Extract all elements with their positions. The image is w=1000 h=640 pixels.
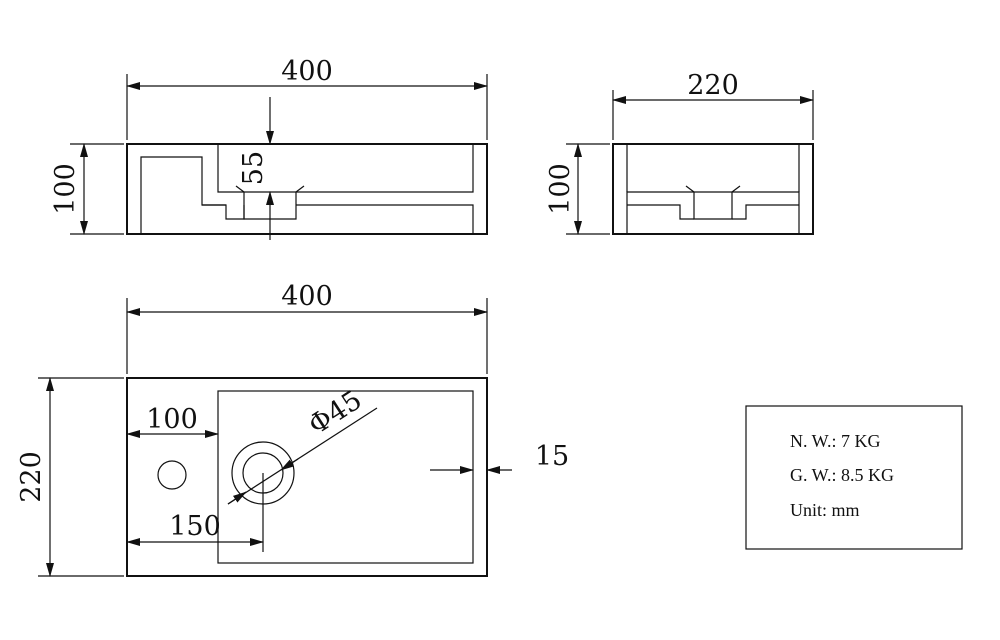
- side-view-drain: [693, 192, 733, 220]
- tap-offset-dimension: 100: [126, 404, 219, 438]
- tap-hole: [157, 460, 187, 490]
- top-view: [126, 377, 488, 577]
- side-height-dimension: 100: [545, 143, 610, 235]
- top-depth-dimension: 220: [16, 377, 124, 577]
- front-width-label: 400: [281, 56, 333, 87]
- wall-thickness-label: 15: [535, 441, 569, 472]
- side-height-label: 100: [545, 163, 576, 215]
- top-width-dimension: 400: [126, 281, 488, 374]
- front-view-basin-cavity: [217, 144, 474, 193]
- side-view-outline: [612, 143, 814, 235]
- drain-offset-dimension: 150: [126, 473, 264, 552]
- front-view: [126, 143, 488, 235]
- top-width-label: 400: [281, 281, 333, 312]
- spec-box-frame: [745, 405, 963, 550]
- front-height-label: 100: [50, 163, 81, 215]
- front-width-dimension: 400: [126, 56, 488, 140]
- front-view-outline: [126, 143, 488, 235]
- drain-depth-dimension: 55: [238, 97, 274, 240]
- drain-depth-label: 55: [238, 151, 269, 185]
- net-weight-text: N. W.: 7 KG: [790, 431, 881, 451]
- drain-offset-label: 150: [169, 511, 221, 542]
- front-view-underside: [296, 204, 474, 234]
- side-width-dimension: 220: [612, 70, 814, 140]
- front-view-tap-block: [140, 156, 245, 234]
- wall-thickness-dimension: 15: [430, 441, 569, 474]
- side-width-label: 220: [687, 70, 739, 101]
- front-height-dimension: 100: [50, 143, 124, 235]
- side-view-basin-cavity: [626, 191, 800, 234]
- gross-weight-text: G. W.: 8.5 KG: [790, 465, 894, 485]
- side-view: [612, 143, 814, 235]
- top-view-basin-cavity: [217, 390, 474, 564]
- tap-offset-label: 100: [146, 404, 198, 435]
- top-depth-label: 220: [16, 451, 47, 503]
- top-view-outline: [126, 377, 488, 577]
- spec-box: N. W.: 7 KG G. W.: 8.5 KG Unit: mm: [745, 405, 963, 550]
- drain-diameter-label: Φ45: [303, 384, 367, 441]
- unit-text: Unit: mm: [790, 500, 860, 520]
